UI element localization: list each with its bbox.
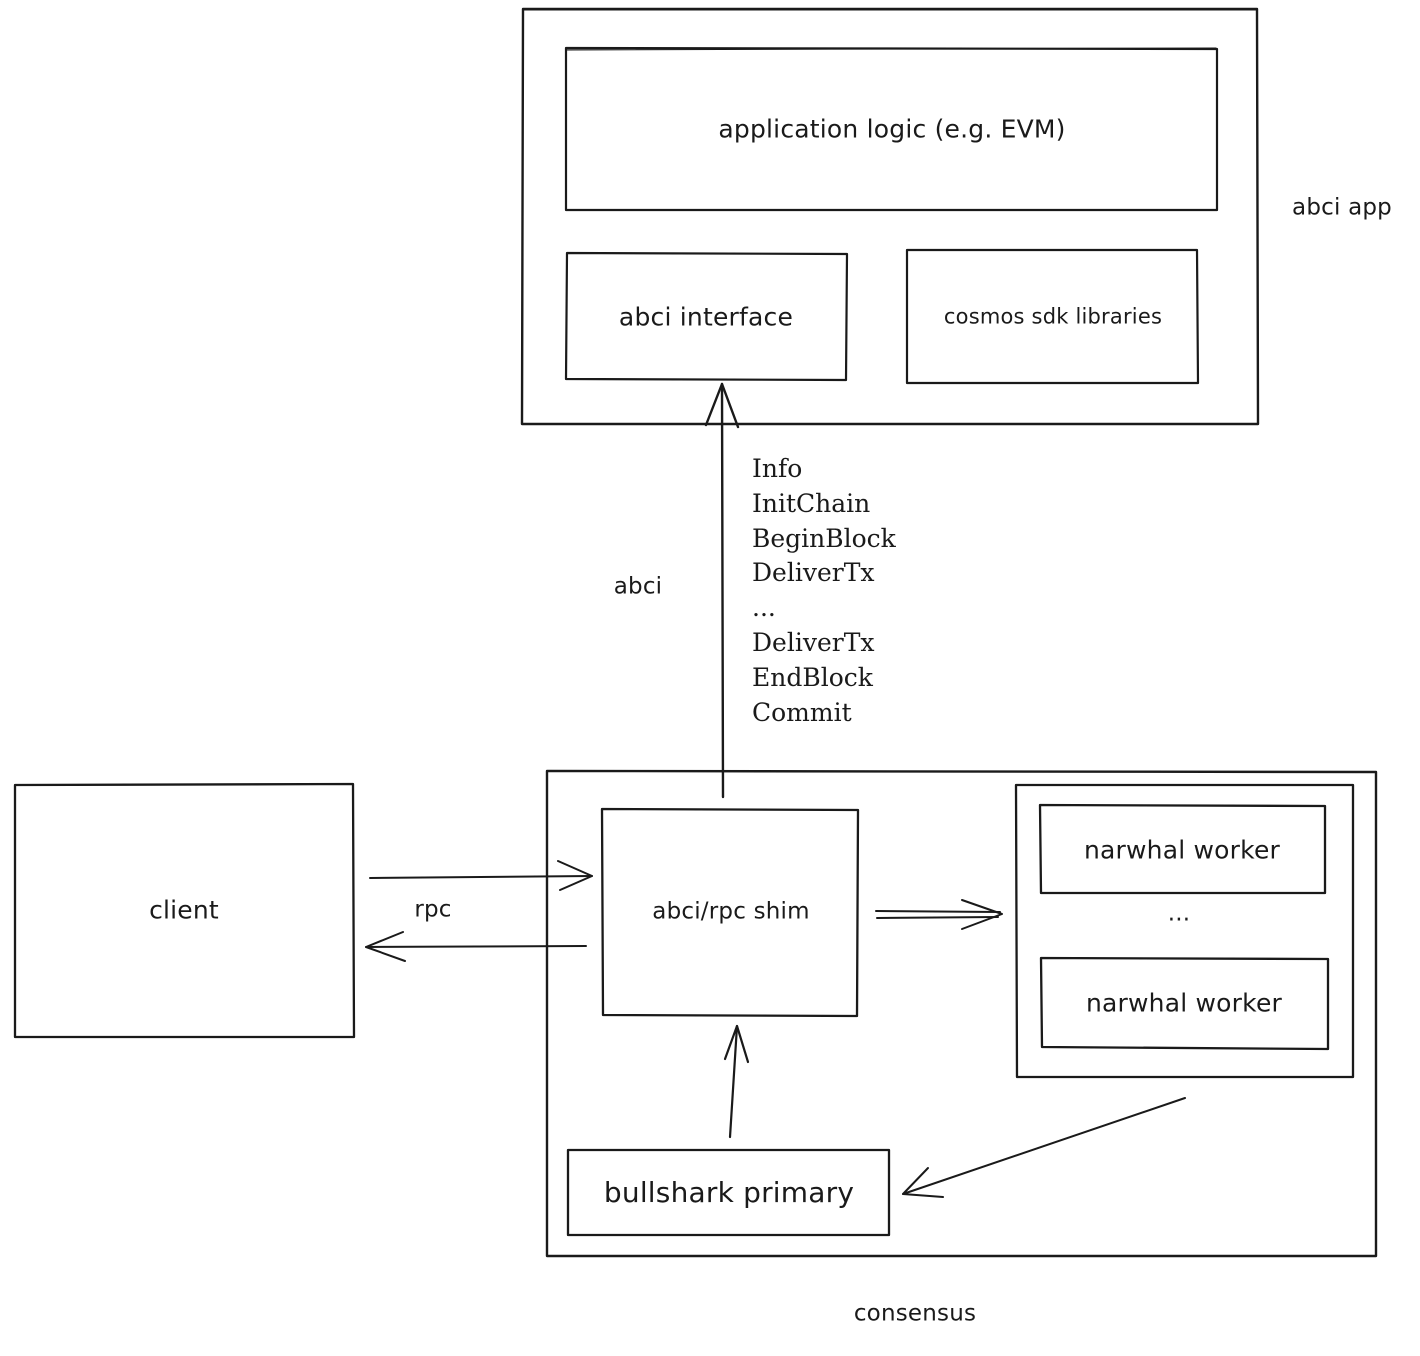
abci-message-item: DeliverTx: [752, 627, 875, 657]
abci-message-item: BeginBlock: [752, 523, 896, 553]
application-logic-label: application logic (e.g. EVM): [718, 114, 1066, 144]
abci-app-box: [520, 7, 1260, 426]
shim-to-workers-arrow: [875, 899, 1003, 930]
abci-message-item: DeliverTx: [752, 558, 875, 588]
abci-arrow: [704, 382, 740, 799]
workers-container-box: [1014, 783, 1355, 1079]
abci-message-item: InitChain: [752, 488, 871, 518]
bullshark-primary-box: [566, 1148, 891, 1237]
cosmos-sdk-box: [905, 248, 1200, 385]
consensus-label: consensus: [853, 1300, 977, 1327]
rpc-edge-label: rpc: [414, 896, 452, 923]
narwhal-worker-bottom-label: narwhal worker: [1085, 988, 1283, 1018]
narwhal-worker-top-box: [1038, 803, 1327, 895]
narwhal-worker-bottom-box: [1039, 956, 1330, 1051]
abci-message-item: Info: [752, 454, 803, 483]
bullshark-primary-label: bullshark primary: [603, 1176, 855, 1209]
application-logic-box: [564, 46, 1219, 212]
abci-message-item: EndBlock: [752, 662, 873, 692]
abci-interface-label: abci interface: [618, 302, 794, 332]
workers-to-primary-arrow: [902, 1097, 1186, 1198]
abci-message-item: Commit: [752, 697, 852, 727]
client-label: client: [149, 895, 219, 925]
consensus-box: [545, 769, 1378, 1258]
workers-ellipsis-label: ...: [1167, 900, 1191, 927]
abci-message-list: Info InitChain BeginBlock DeliverTx ... …: [752, 452, 896, 730]
rpc-request-arrow: [369, 860, 593, 891]
narwhal-worker-top-label: narwhal worker: [1083, 835, 1281, 865]
client-box: [13, 782, 356, 1039]
abci-edge-label: abci: [613, 573, 663, 600]
abci-interface-box: [564, 251, 849, 382]
abci-message-item: ...: [752, 593, 776, 623]
abci-app-label: abci app: [1292, 194, 1392, 221]
shim-box: [600, 807, 860, 1018]
shim-label: abci/rpc shim: [652, 898, 810, 925]
rpc-response-arrow: [365, 931, 587, 962]
cosmos-sdk-label: cosmos sdk libraries: [943, 304, 1163, 329]
primary-to-shim-arrow: [723, 1024, 750, 1139]
